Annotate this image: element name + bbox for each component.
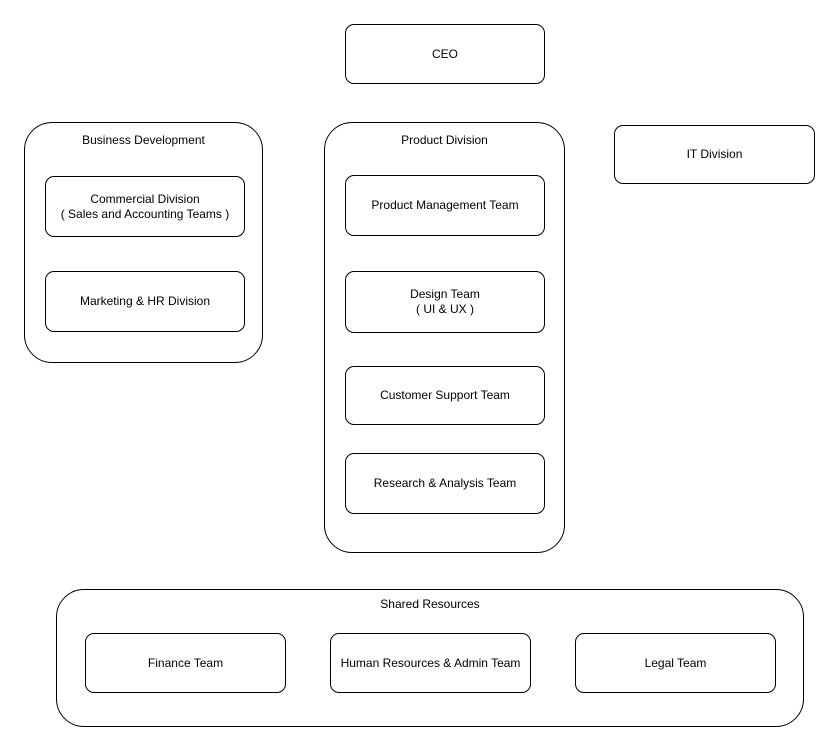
group-product-division-title: Product Division [401,133,488,147]
node-customer-support-team[interactable]: Customer Support Team [345,366,545,425]
node-product-management-team-label: Product Management Team [371,198,519,212]
node-ceo[interactable]: CEO [345,24,545,84]
node-design-team[interactable]: Design Team ( UI & UX ) [345,271,545,333]
node-marketing-hr-division[interactable]: Marketing & HR Division [45,271,245,332]
node-commercial-division-sublabel: ( Sales and Accounting Teams ) [60,206,230,221]
node-finance-team-label: Finance Team [147,655,224,670]
group-business-development-title: Business Development [82,133,205,147]
node-product-management-team[interactable]: Product Management Team [345,175,545,236]
node-research-analysis-team-label: Research & Analysis Team [373,476,517,490]
node-human-resources-admin-team-label: Human Resources & Admin Team [340,655,521,670]
node-design-team-label: Design Team [410,287,480,301]
node-legal-team-label: Legal Team [644,655,707,670]
node-legal-team[interactable]: Legal Team [575,633,776,693]
group-product-division[interactable]: Product Division Product Management Team… [324,122,565,553]
node-human-resources-admin-team[interactable]: Human Resources & Admin Team [330,633,531,693]
node-it-division[interactable]: IT Division [614,125,815,184]
group-shared-resources-title: Shared Resources [380,597,480,611]
node-commercial-division-label: Commercial Division [90,191,200,206]
group-shared-resources[interactable]: Shared Resources Finance Team Human Reso… [56,589,804,727]
node-customer-support-team-label: Customer Support Team [380,388,510,402]
node-research-analysis-team[interactable]: Research & Analysis Team [345,453,545,514]
node-finance-team[interactable]: Finance Team [85,633,286,693]
node-ceo-label: CEO [431,46,458,61]
group-business-development[interactable]: Business Development Commercial Division… [24,122,263,363]
node-marketing-hr-division-label: Marketing & HR Division [79,294,211,308]
node-commercial-division[interactable]: Commercial Division ( Sales and Accounti… [45,176,245,237]
node-design-team-sublabel: ( UI & UX ) [415,302,474,316]
node-it-division-label: IT Division [686,147,743,161]
